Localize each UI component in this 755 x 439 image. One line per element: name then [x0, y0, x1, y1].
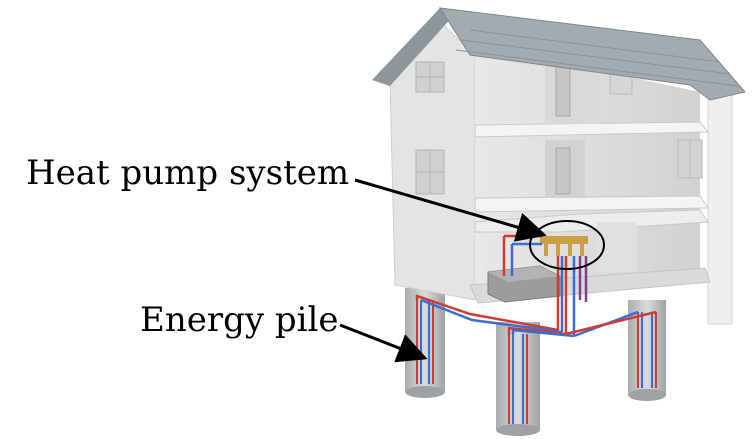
heat-pump-pointer-arrow — [354, 178, 547, 242]
energy-pile-label: Energy pile — [140, 300, 339, 340]
energy-pile-middle — [496, 322, 540, 436]
door-top-floor — [555, 65, 571, 117]
energy-pile-right — [628, 300, 666, 401]
energy-piles — [405, 288, 666, 436]
floor-slab-top — [474, 121, 710, 138]
window-side-upper — [415, 61, 445, 93]
heat-pump-unit — [487, 265, 561, 303]
house — [372, 7, 746, 336]
window-side-middle — [415, 149, 445, 195]
house-right-wall — [707, 91, 733, 325]
heat-pump-highlight-ellipse — [529, 220, 605, 270]
roof-left-slope — [372, 8, 455, 86]
window-back-right — [677, 139, 703, 179]
ground-loop-pipes — [415, 294, 657, 338]
floor-slab-middle — [474, 195, 709, 213]
roof-tile-lines — [455, 29, 739, 87]
door-middle-floor — [555, 147, 571, 195]
partition-wall-top — [545, 62, 600, 124]
energy-pile-pointer-arrow — [339, 323, 428, 363]
heat-pump-manifold — [540, 236, 588, 256]
heat-pump-system-label: Heat pump system — [26, 153, 350, 193]
